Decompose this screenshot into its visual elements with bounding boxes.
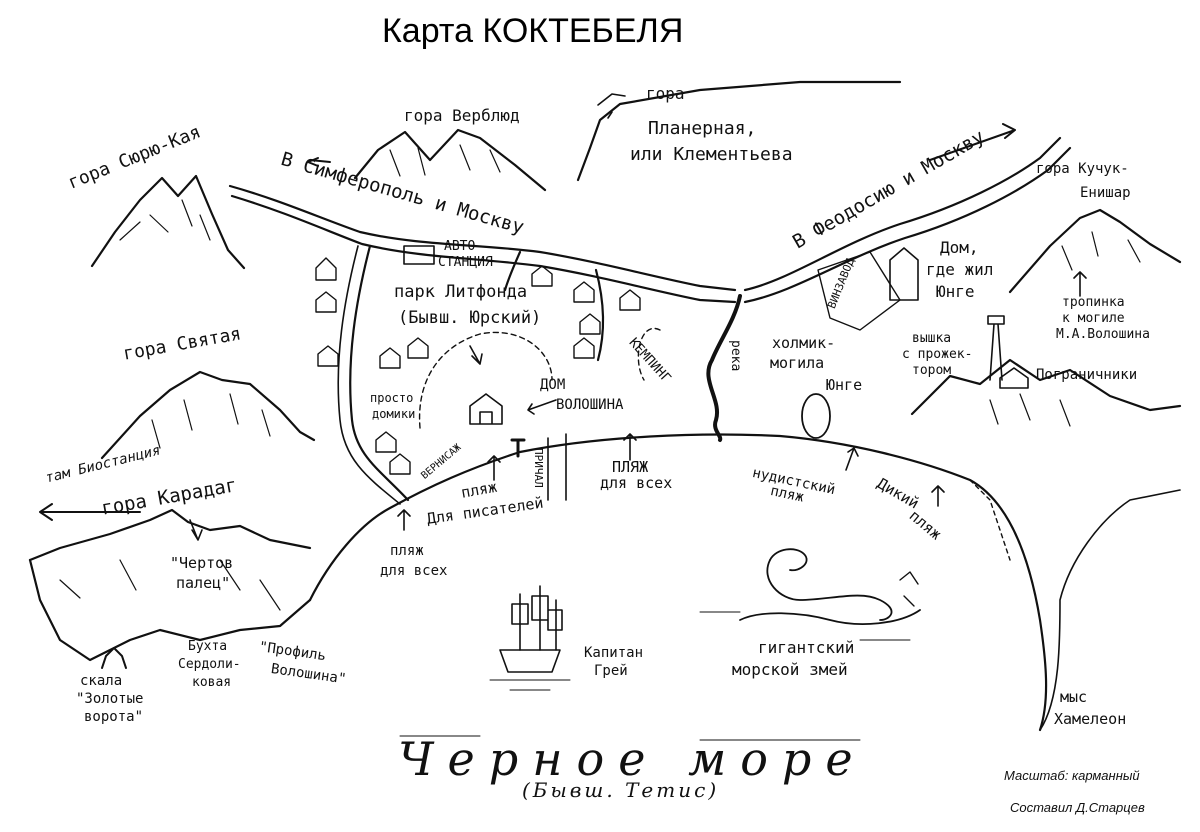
label-mys-1: мыс: [1060, 688, 1088, 706]
label-avto: АВТО-: [444, 239, 484, 254]
label-plyazh-vseh-west-2: для всех: [380, 563, 448, 579]
label-kapitan-1: Капитан: [584, 645, 644, 661]
label-prosto: просто: [370, 391, 414, 405]
label-skala-3: ворота": [84, 709, 144, 725]
label-skala-1: скала: [80, 673, 123, 689]
map-title: Карта КОКТЕБЕЛЯ: [382, 12, 684, 50]
label-holmik-2: могила: [770, 354, 825, 372]
label-dom-junge-2: где жил: [926, 260, 994, 279]
label-buhta-2: Сердоли-: [178, 657, 241, 672]
golden-gate-rock: [101, 647, 127, 669]
label-dom-junge-3: Юнге: [936, 282, 975, 301]
searchlight-tower: [987, 315, 1005, 381]
label-buhta-3: ковая: [192, 675, 232, 690]
label-sea: Черное море: [398, 732, 867, 786]
label-chertov-2: палец": [176, 574, 231, 592]
river: [706, 294, 742, 442]
mountain-planernaja: [576, 80, 902, 182]
label-verbljud: гора Верблюд: [404, 106, 520, 125]
mountain-kuchuk-enishar: [1008, 208, 1182, 294]
mountain-sjuju-kaja: [90, 174, 246, 270]
label-scale: Масштаб: карманный: [1004, 768, 1140, 783]
mountain-verbljud: [353, 128, 547, 192]
label-sea-former: (Бывш. Тетис): [522, 778, 720, 802]
houses: [315, 257, 641, 475]
voloshin-house: [469, 393, 503, 425]
label-kapitan-2: Грей: [594, 663, 628, 679]
label-author: Составил Д.Старцев: [1010, 800, 1145, 815]
label-park: парк Литфонда: [394, 282, 528, 302]
label-reka: река: [728, 340, 743, 372]
label-buhta-1: Бухта: [188, 639, 228, 654]
label-planernaja: Планерная,: [648, 118, 757, 139]
label-plyazh-vseh-1: ПЛЯЖ: [612, 458, 649, 476]
label-holmik-1: холмик-: [772, 334, 836, 352]
label-pogranichniki: Пограничники: [1036, 367, 1138, 383]
park-boundary: [418, 331, 553, 429]
bus-station: [403, 245, 435, 265]
label-klementjeva: или Клементьева: [630, 144, 793, 165]
label-skala-2: "Золотые: [76, 691, 144, 707]
ship: [489, 585, 571, 691]
road-west: [228, 184, 737, 292]
label-prichal: ПРИЧАЛ: [532, 448, 545, 488]
label-dom-junge-1: Дом,: [940, 238, 979, 257]
sea-serpent: [699, 548, 921, 641]
label-enishar: Енишар: [1080, 185, 1131, 201]
label-vyshka-2: с прожек-: [902, 347, 973, 362]
label-domiki: домики: [372, 407, 416, 421]
label-tropinka-2: к могиле: [1062, 311, 1125, 326]
label-kuchuk: гора Кучук-: [1036, 161, 1129, 177]
label-dom-voloshina-1: ДОМ: [540, 377, 566, 393]
label-holmik-3: Юнге: [826, 376, 863, 394]
mountain-svjataja: [100, 370, 316, 460]
coastline: [308, 433, 1048, 732]
junge-house: [889, 247, 919, 301]
label-park-former: (Бывш. Юрский): [398, 308, 542, 328]
label-stancija: СТАНЦИЯ: [438, 255, 493, 270]
label-plyazh-vseh-west-1: пляж: [390, 543, 424, 559]
junge-hill: [801, 393, 831, 439]
road-east: [743, 136, 1062, 292]
label-gora-plan: гора: [646, 84, 685, 103]
label-tropinka-3: М.А.Волошина: [1056, 327, 1150, 342]
pier: [510, 438, 526, 458]
label-vyshka-1: вышка: [912, 331, 952, 346]
label-mys-2: Хамелеон: [1054, 710, 1127, 728]
label-zmey-1: гигантский: [758, 638, 855, 657]
label-vyshka-3: тором: [912, 363, 952, 378]
label-chertov-1: "Чертов: [170, 554, 234, 572]
label-dom-voloshina-2: ВОЛОШИНА: [556, 397, 624, 413]
label-tropinka-1: тропинка: [1062, 295, 1125, 310]
mountain-karadag: [28, 508, 312, 562]
label-zmey-2: морской змей: [732, 660, 848, 679]
label-plyazh-vseh-2: для всех: [600, 474, 673, 492]
